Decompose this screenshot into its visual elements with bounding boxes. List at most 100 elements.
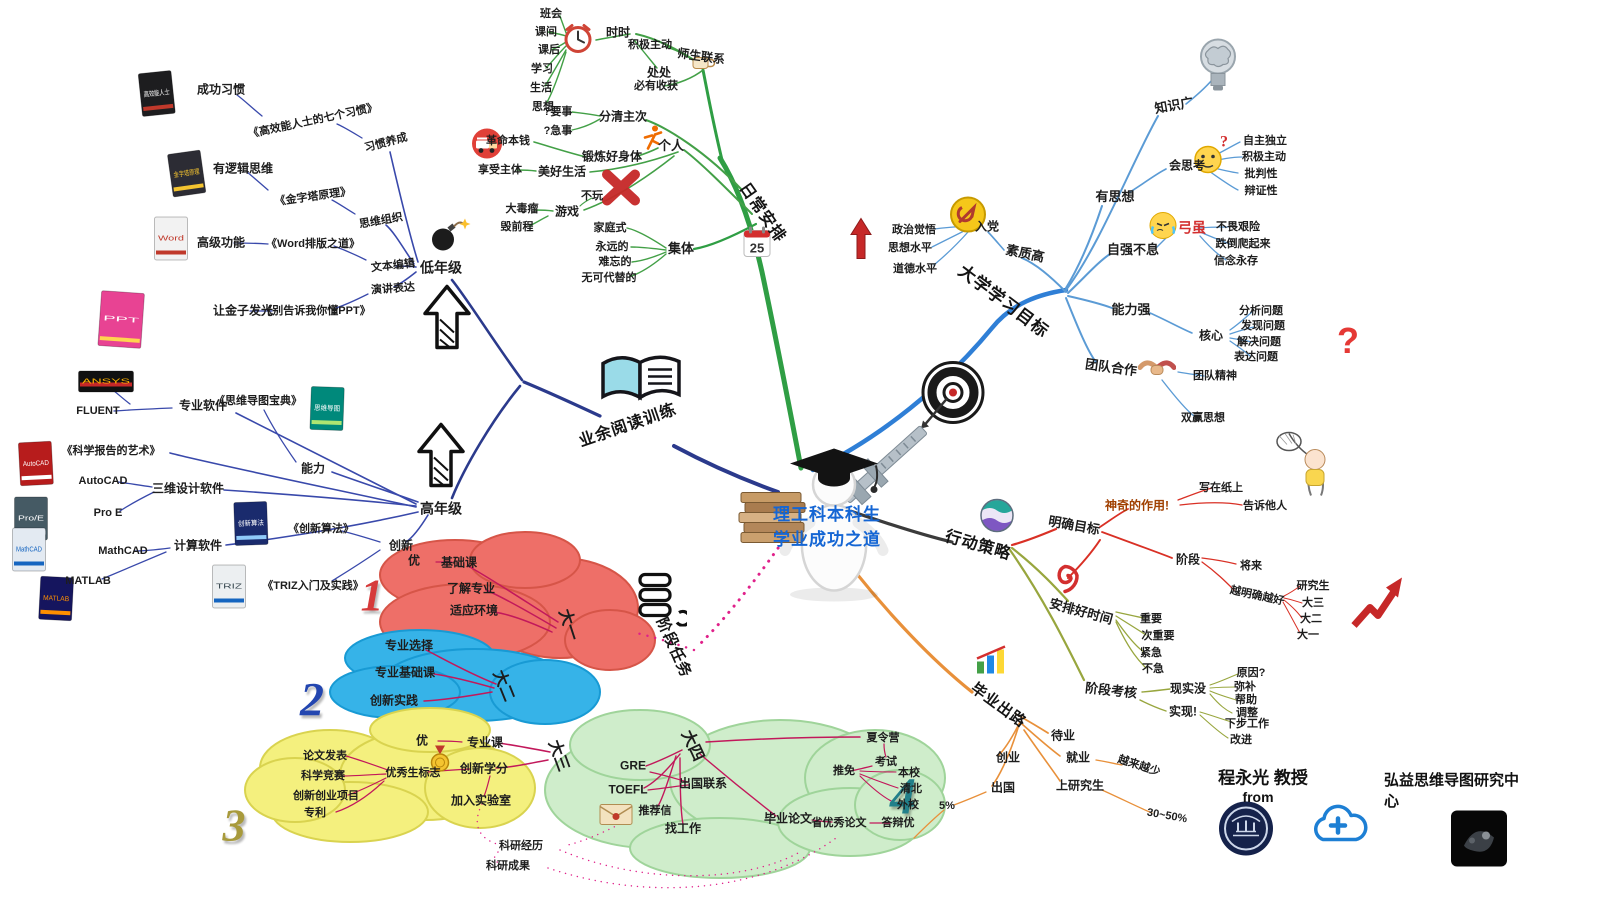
connector-path — [1099, 508, 1129, 528]
connector-path — [699, 753, 777, 817]
stage-tasks-node-20: 创新创业项目 — [293, 789, 359, 802]
stage-tasks-node-38: 科研经历 — [499, 839, 543, 852]
connector-path — [717, 155, 804, 471]
connector-path — [683, 149, 753, 215]
stage-tasks-node-36: 省优秀论文 — [811, 816, 867, 829]
connector-path — [1199, 231, 1231, 245]
graduation-paths-node-2: 就业 — [1065, 750, 1091, 765]
daily-schedule-node-10: 必有收获 — [634, 79, 678, 92]
daily-schedule-node-13: ?急事 — [543, 124, 573, 137]
connector-path — [1010, 546, 1070, 603]
stage-tasks-node-26: 推免 — [833, 764, 855, 777]
stage-tasks-node-17: 优秀生标志 — [385, 766, 441, 779]
branch-label-stage-tasks: 阶段任务 — [652, 614, 695, 681]
cloud-shape — [424, 747, 536, 829]
branch-label-daily-schedule: 日常安排 — [735, 180, 789, 246]
study-goals-node-6: 辩证性 — [1244, 184, 1278, 197]
connector-path — [495, 759, 549, 769]
connector-path — [645, 119, 743, 191]
action-strategy-node-10: 大一 — [1297, 628, 1319, 641]
connector-path — [859, 770, 897, 773]
study-goals-node-12: 自强不息 — [1106, 241, 1160, 257]
connector-path — [1209, 693, 1233, 714]
study-goals-node-5: 批判性 — [1244, 167, 1278, 180]
connector-path — [343, 773, 387, 777]
junior-cloud — [244, 707, 536, 843]
connector-path — [1209, 686, 1237, 689]
daily-schedule-node-26: 无可代替的 — [581, 271, 637, 284]
graduation-paths-node-4: 上研究生 — [1055, 778, 1105, 793]
extra-reading-node-17: AutoCAD — [78, 474, 128, 487]
connector-path — [811, 819, 833, 823]
connector-path — [331, 199, 356, 215]
branch-label-extra-reading: 业余阅读训练 — [576, 401, 679, 451]
connector-path — [1115, 615, 1147, 636]
connector-path — [1201, 557, 1237, 565]
stage-tasks-node-31: TOEFL — [608, 782, 648, 797]
connector-path — [631, 251, 667, 263]
study-goals-node-17: 能力强 — [1111, 301, 1151, 317]
graduation-paths-node-3: 出国 — [990, 780, 1016, 795]
connector-path — [425, 649, 497, 685]
connector-path — [626, 227, 667, 249]
action-strategy-node-11: 安排好时间 — [1047, 595, 1115, 628]
extra-reading-node-5: 《金字塔原理》 — [274, 185, 352, 209]
stage-tasks-node-10: 专业选择 — [384, 638, 434, 653]
connector-path — [169, 452, 417, 508]
graduation-paths-node-5: 越来越少 — [1116, 753, 1162, 779]
connector-path — [859, 773, 899, 789]
graduation-paths-node-7: 30~50% — [1145, 806, 1189, 826]
action-strategy-node-19: 弥补 — [1234, 680, 1256, 693]
study-goals-node-16: 信念永存 — [1214, 254, 1258, 267]
connector-path — [246, 171, 269, 191]
study-goals-node-3: 自主独立 — [1243, 134, 1287, 147]
action-strategy-node-12: 重要 — [1140, 612, 1162, 625]
connector-path — [883, 743, 887, 758]
connector-path — [347, 777, 387, 796]
stage-tasks-node-2: 3 — [222, 799, 246, 851]
central-topic-line2: 学业成功之道 — [773, 530, 881, 549]
connector-path — [1095, 759, 1123, 766]
connector-path — [1229, 340, 1251, 357]
branch-label-study-goals: 大学学习目标 — [954, 261, 1053, 342]
study-goals-node-24: 团队精神 — [1193, 369, 1237, 382]
connector-path — [467, 565, 559, 623]
extra-reading-node-18: 三维设计软件 — [151, 481, 225, 496]
connector-path — [933, 231, 969, 266]
connector-path — [859, 775, 899, 805]
connector-path — [571, 111, 601, 117]
stage-tasks-node-7: 了解专业 — [446, 581, 496, 596]
extra-reading-node-20: MathCAD — [98, 544, 148, 557]
study-goals-node-4: 积极主动 — [1242, 150, 1286, 163]
connector-path — [522, 380, 602, 418]
daily-schedule-node-16: 个人 — [657, 137, 685, 153]
extra-reading-node-16: 《科学报告的艺术》 — [61, 444, 161, 457]
extra-reading-node-25: 创新 — [388, 538, 414, 553]
connector-path — [497, 742, 551, 753]
connector-path — [485, 589, 557, 629]
stage-tasks-node-32: 出国联系 — [678, 776, 728, 791]
extra-reading-node-4: 有逻辑思维 — [212, 161, 274, 176]
connector-path — [335, 780, 385, 813]
stage-tasks-node-21: 专利 — [304, 806, 326, 819]
stage-tasks-node-0: 1 — [360, 569, 384, 621]
extra-reading-node-24: 《思维导图宝典》 — [214, 394, 302, 407]
connector-path — [233, 242, 269, 245]
extra-reading-node-2: 《高效能人士的七个习惯》 — [247, 101, 379, 141]
connector-path — [645, 749, 683, 767]
connector-path — [657, 755, 677, 807]
connector-path — [1179, 502, 1243, 506]
from-label: from — [1242, 789, 1274, 805]
stage-tasks-node-28: 清北 — [900, 782, 922, 795]
connector-path — [1197, 226, 1229, 229]
daily-schedule-node-25: 难忘的 — [598, 255, 632, 268]
connector-path — [1201, 561, 1235, 591]
connector-path — [1008, 548, 1086, 682]
connector-path — [672, 444, 780, 494]
stage-tasks-node-22: 加入实验室 — [450, 793, 512, 808]
action-strategy-node-3: 告诉他人 — [1243, 499, 1287, 512]
connector-path — [1199, 711, 1233, 723]
connector-path — [1283, 599, 1303, 619]
connector-path — [953, 791, 987, 806]
connector-path — [997, 721, 1021, 757]
